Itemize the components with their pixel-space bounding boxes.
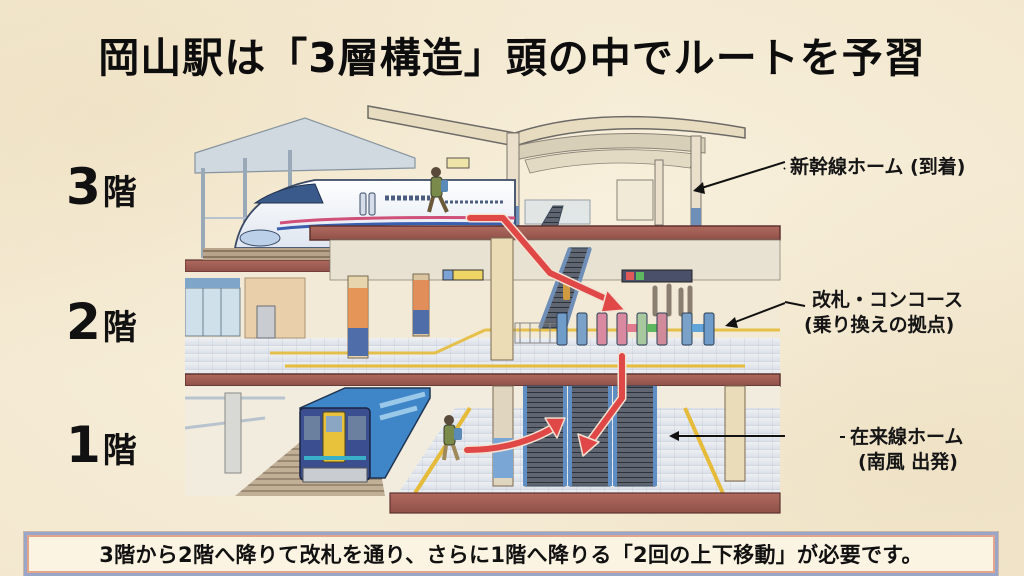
floor-label-2: 2 階 <box>66 297 137 349</box>
floor-label-1: 1 階 <box>66 420 137 472</box>
ticket-gates <box>514 312 715 346</box>
floor-2-concourse <box>185 237 781 378</box>
floor-number: 1 <box>66 416 101 474</box>
callout-sub-text: (乗り換えの拠点) <box>804 313 955 336</box>
floor-suffix: 階 <box>102 308 137 348</box>
callout-pointers <box>669 161 785 441</box>
caption-text: 3階から2階へ降りて改札を通り、さらに1階へ降りる「2回の上下移動」が必要です。 <box>99 543 923 567</box>
floor-suffix: 階 <box>102 173 137 213</box>
callout-sub-text: (南風 出発) <box>858 450 958 473</box>
callout-main-text: 改札・コンコース <box>812 289 964 311</box>
page-title: 岡山駅は「3層構造」頭の中でルートを予習 <box>98 34 926 82</box>
callout-ticket-gate-concourse: 改札・コンコース (乗り換えの拠点) <box>804 288 964 337</box>
floor-number: 2 <box>66 293 101 351</box>
floor-suffix: 階 <box>102 431 137 471</box>
station-cross-section-illustration <box>185 105 785 514</box>
callout-main-text: 在来線ホーム <box>850 426 964 448</box>
floor-number: 3 <box>66 158 101 216</box>
route-arrows <box>462 213 627 457</box>
floor-slab-3f <box>309 225 781 241</box>
floor-slab-2f <box>185 373 781 387</box>
floor-label-3: 3 階 <box>66 162 137 214</box>
caption-box: 3階から2階へ降りて改札を通り、さらに1階へ降りる「2回の上下移動」が必要です。 <box>24 532 998 576</box>
callout-main-text: 新幹線ホーム (到着) <box>790 156 966 178</box>
callout-conventional-platform: 在来線ホーム (南風 出発) <box>850 425 963 474</box>
callout-shinkansen-platform: 新幹線ホーム (到着) <box>790 155 965 180</box>
